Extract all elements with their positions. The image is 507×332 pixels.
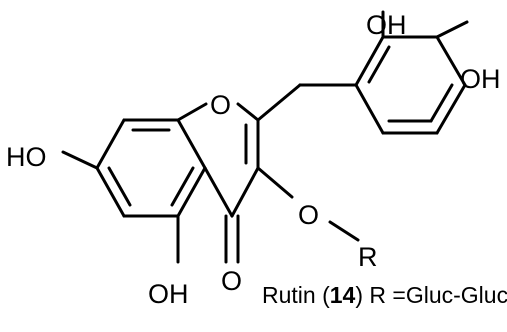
bond-to-oh-right — [435, 20, 469, 39]
bond — [176, 166, 207, 218]
bond-to-ho — [61, 150, 99, 170]
ether-oxygen-label: O — [298, 200, 319, 230]
bond — [354, 83, 385, 135]
bond — [435, 83, 467, 135]
ho-left-label: HO — [6, 142, 47, 172]
bond — [435, 35, 467, 87]
oh-right-label: OH — [460, 64, 501, 94]
bond — [354, 35, 385, 87]
carbonyl-oxygen-label: O — [221, 266, 242, 296]
r-group-label: R — [358, 242, 378, 272]
double-bond — [429, 83, 454, 123]
bond — [176, 118, 207, 170]
ring-oxygen-label: O — [210, 90, 231, 120]
bond — [176, 102, 208, 122]
double-bond — [107, 166, 132, 207]
caption-name: Rutin ( — [262, 282, 330, 308]
bond — [95, 166, 126, 218]
bond-o-r — [328, 220, 360, 242]
bond — [236, 102, 260, 122]
double-bond — [170, 166, 195, 207]
double-bond — [367, 45, 391, 84]
oh-bottom-label: OH — [148, 279, 189, 309]
bond — [95, 118, 126, 170]
bond — [203, 166, 234, 218]
bond-to-ether-o — [256, 166, 294, 199]
a-ring — [95, 118, 207, 218]
bond-c2-b-ring — [256, 83, 302, 122]
compound-caption: Rutin (14) R =Gluc-Gluc — [262, 282, 507, 308]
compound-number: 14 — [330, 282, 356, 308]
oh-top-label: OH — [366, 10, 407, 40]
c-ring — [176, 102, 260, 264]
b-ring — [298, 35, 467, 135]
bond — [230, 166, 260, 218]
caption-rest: ) R =Gluc-Gluc — [355, 282, 507, 308]
